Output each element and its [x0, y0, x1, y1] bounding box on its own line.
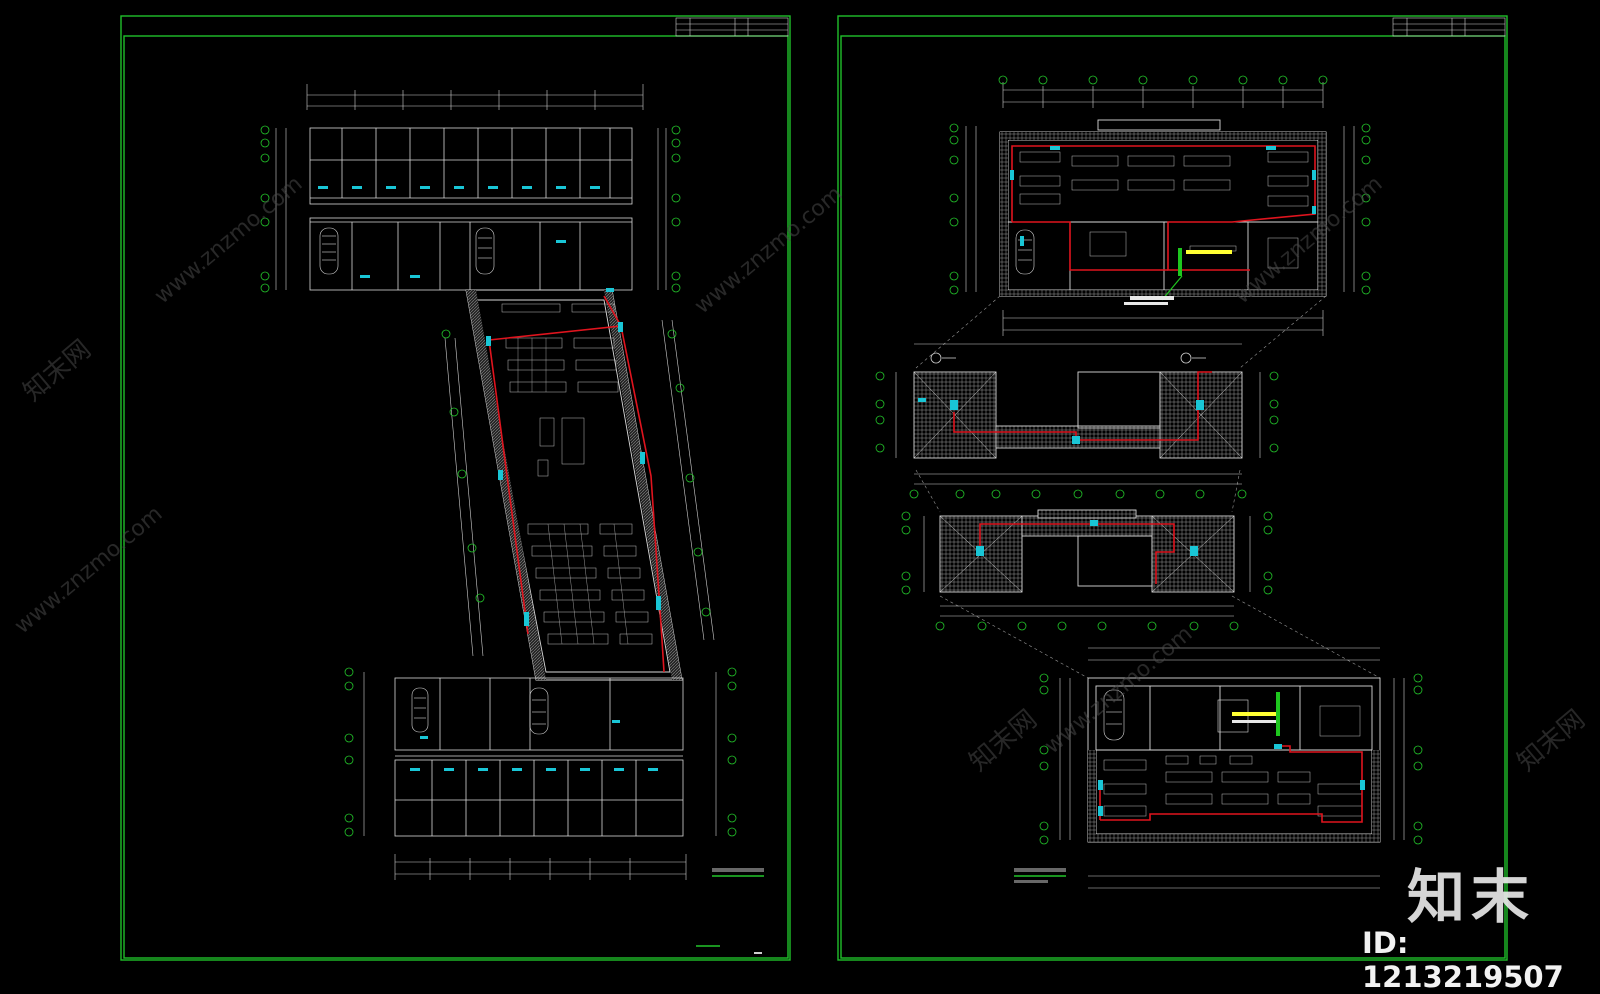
left-top-wing-plan — [309, 127, 633, 291]
right-plan-1-hatch-border-top — [1000, 132, 1326, 140]
right-title-block — [1392, 17, 1506, 37]
axis-bubble-icon — [441, 329, 711, 617]
axis-bubble-icon — [875, 371, 1279, 499]
stair-icon — [1103, 689, 1249, 741]
right-plan-4-hatch-bottom — [1088, 834, 1380, 842]
stair-icon — [1015, 229, 1035, 275]
image-id-label: ID: 1213219507 — [1362, 926, 1564, 994]
stair-icon — [411, 687, 549, 735]
right-plan-2-dimensions — [895, 343, 1261, 485]
brand-watermark-logo: 知末 — [1407, 863, 1536, 931]
right-sheet-outer-frame — [837, 15, 1508, 961]
left-slanted-sprinklers — [486, 288, 661, 626]
right-plan-1-equipment — [1124, 248, 1232, 305]
left-top-sprinkler-marks — [318, 186, 600, 278]
axis-bubble-icon — [260, 125, 681, 293]
right-plan-1-hatch-border-bottom — [1000, 290, 1326, 296]
left-fire-line-spine — [488, 339, 529, 635]
axis-bubble-icon — [901, 511, 1273, 631]
right-plan-1-hatch-border-right — [1318, 132, 1326, 296]
left-title-block — [675, 17, 789, 37]
left-sheet — [120, 15, 791, 961]
left-slanted-side-dims — [444, 319, 715, 657]
axis-bubble-icon — [949, 75, 1371, 295]
right-plan-1-dimensions — [965, 82, 1355, 336]
right-plan-2 — [913, 371, 1243, 459]
right-plan-3 — [939, 509, 1235, 593]
left-bottom-sprinklers — [410, 720, 658, 771]
left-sheet-outer-frame — [120, 15, 791, 961]
right-plan-4-dimensions — [1059, 647, 1405, 889]
right-plan-1-sprinklers — [1010, 146, 1316, 246]
stair-icon — [319, 227, 495, 275]
right-sheet — [837, 15, 1508, 961]
right-plan-1-hatch-border-left — [1000, 132, 1008, 296]
left-top-dimensions — [306, 84, 644, 110]
left-sheet-mark — [754, 952, 762, 954]
right-plan-1-fire-line-2 — [1012, 221, 1168, 271]
right-plan-4-sprinklers — [1098, 744, 1365, 816]
right-plan-4-desks — [1103, 705, 1363, 817]
axis-bubble-icon — [344, 667, 737, 837]
right-plan-4-equipment — [1232, 692, 1280, 736]
right-plan-1-desks — [1019, 151, 1309, 269]
left-fire-line-top — [603, 295, 622, 327]
right-plan-4-fire-line — [1100, 745, 1363, 823]
left-drawing-title — [712, 868, 764, 877]
right-plan-4-hatch-right — [1372, 750, 1380, 842]
left-desk-grid-dividers — [517, 338, 629, 645]
right-drawing-title — [1014, 868, 1066, 883]
axis-bubble-icon — [1039, 673, 1423, 845]
left-slanted-block — [465, 289, 683, 681]
right-plan-1-fire-line — [1011, 145, 1316, 271]
right-plan-4-hatch-left — [1088, 750, 1096, 842]
left-bottom-wing-plan — [394, 677, 684, 837]
left-slanted-hatch — [466, 290, 682, 680]
left-bottom-dimensions — [363, 672, 717, 880]
north-marker-icon — [930, 352, 1206, 364]
left-fire-line — [488, 325, 665, 673]
left-side-dimensions — [275, 128, 667, 290]
right-plan-3-dimensions — [923, 516, 1251, 617]
right-connector-lines — [915, 295, 1381, 679]
right-plan-3-fire-line — [979, 523, 1175, 584]
left-sheet-inner-frame — [123, 35, 789, 959]
right-sheet-inner-frame — [840, 35, 1506, 959]
